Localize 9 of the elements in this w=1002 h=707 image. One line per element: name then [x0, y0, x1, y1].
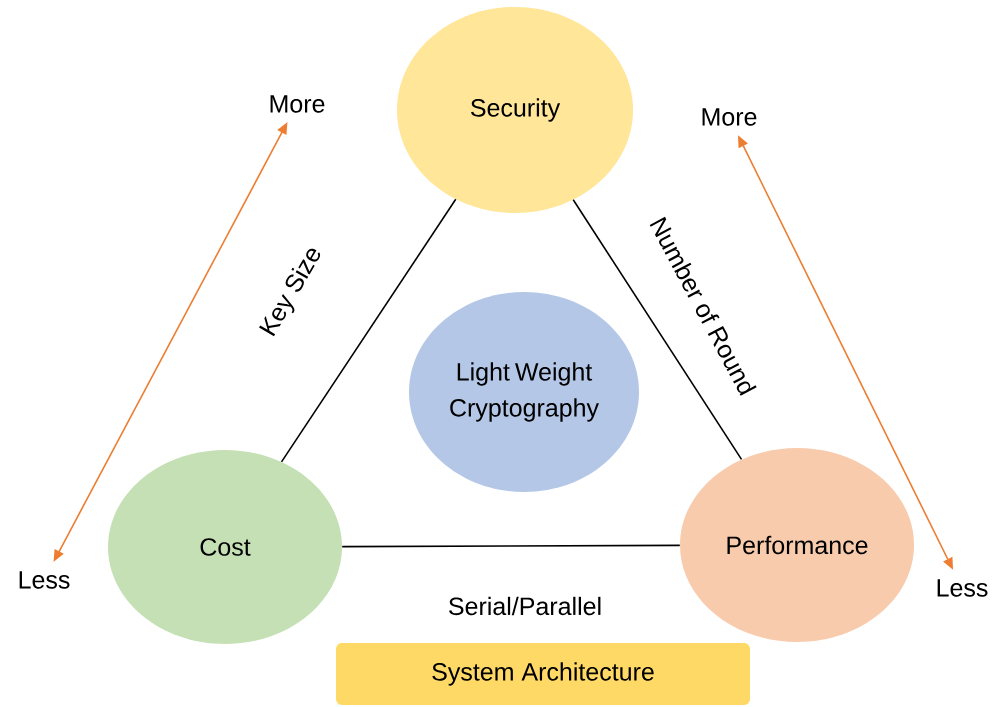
connector-line [280, 198, 457, 463]
connector-line [341, 544, 681, 548]
architecture-box: System Architecture [336, 643, 750, 705]
scale-label: More [270, 95, 325, 113]
edge-label: Serial/Parallel [449, 596, 601, 616]
scale-label: Less [937, 579, 988, 597]
scale-label: Less [19, 571, 70, 589]
scale-label: More [702, 108, 757, 126]
connector-line [572, 199, 743, 461]
